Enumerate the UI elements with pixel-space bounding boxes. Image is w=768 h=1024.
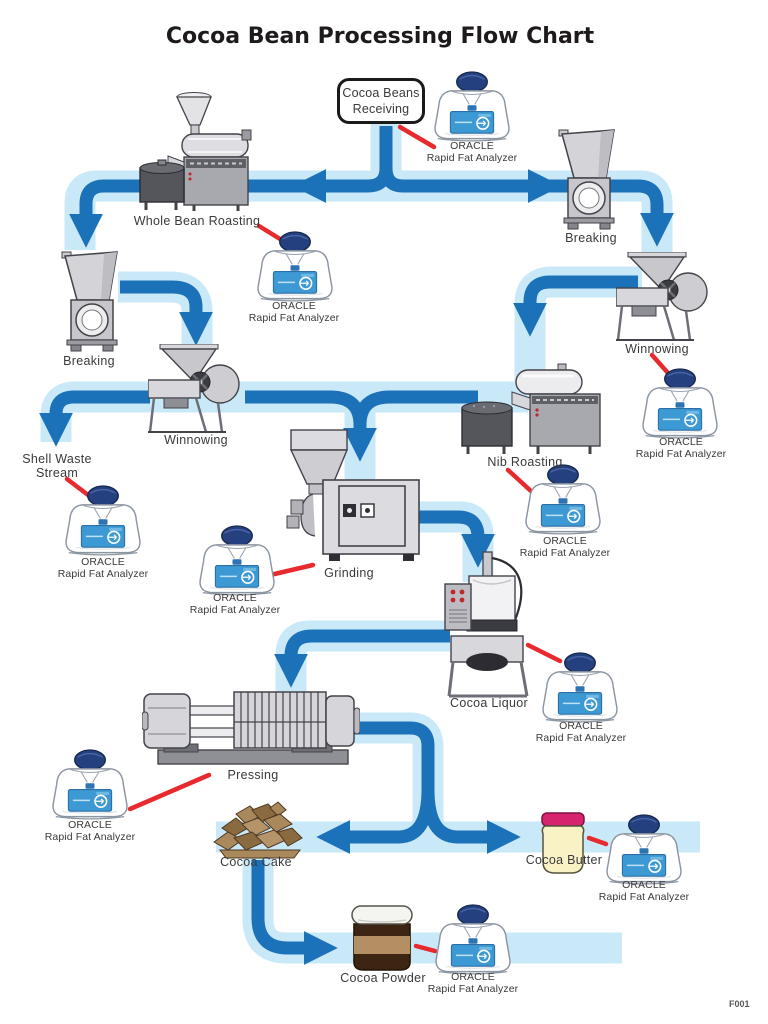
analyzer-product: Rapid Fat Analyzer [248, 311, 340, 324]
analyzer-label-shell-waste: ORACLE Rapid Fat Analyzer [57, 556, 149, 581]
cocoa-cake-pile [213, 801, 303, 859]
label-cocoa-butter: Cocoa Butter [525, 853, 603, 867]
label-cocoa-liquor: Cocoa Liquor [450, 696, 528, 710]
analyzer-label-cocoa-butter: ORACLE Rapid Fat Analyzer [598, 879, 690, 904]
oracle-analyzer-nib-roasting [525, 464, 601, 535]
analyzer-label-winnowing-right: ORACLE Rapid Fat Analyzer [635, 436, 727, 461]
analyzer-product: Rapid Fat Analyzer [57, 567, 149, 580]
node-cocoa-beans-receiving: Cocoa Beans Receiving [337, 78, 425, 124]
cocoa-butter-jar [541, 812, 585, 874]
analyzer-product: Rapid Fat Analyzer [598, 890, 690, 903]
analyzer-brand: ORACLE [622, 879, 666, 891]
label-breaking-right: Breaking [565, 231, 617, 245]
label-cocoa-powder: Cocoa Powder [340, 971, 426, 985]
analyzer-label-receiving: ORACLE Rapid Fat Analyzer [426, 140, 518, 165]
machine-winnowing-right [616, 252, 708, 342]
oracle-analyzer-shell-waste [65, 485, 141, 556]
analyzer-product: Rapid Fat Analyzer [519, 546, 611, 559]
flow-arrows [39, 126, 674, 965]
label-pressing: Pressing [227, 768, 279, 782]
label-shell-waste-stream: Shell Waste Stream [22, 452, 92, 481]
machine-press [142, 691, 360, 765]
oracle-analyzer-grinding [199, 525, 275, 596]
analyzer-label-pressing: ORACLE Rapid Fat Analyzer [44, 819, 136, 844]
analyzer-product: Rapid Fat Analyzer [44, 830, 136, 843]
oracle-analyzer-receiving [434, 71, 510, 142]
analyzer-label-cocoa-powder: ORACLE Rapid Fat Analyzer [427, 971, 519, 996]
analyzer-brand: ORACLE [213, 592, 257, 604]
analyzer-brand: ORACLE [450, 140, 494, 152]
oracle-analyzer-winnowing-right [642, 368, 718, 439]
document-number: F001 [729, 999, 750, 1009]
label-winnowing-left: Winnowing [164, 433, 228, 447]
machine-winnowing-left [148, 344, 240, 434]
machine-breaking-right [558, 129, 615, 230]
label-nib-roasting: Nib Roasting [487, 455, 563, 469]
analyzer-brand: ORACLE [81, 556, 125, 568]
analyzer-brand: ORACLE [543, 535, 587, 547]
analyzer-brand: ORACLE [559, 720, 603, 732]
analyzer-brand: ORACLE [451, 971, 495, 983]
label-whole-bean-roasting: Whole Bean Roasting [133, 214, 261, 228]
analyzer-label-grinding: ORACLE Rapid Fat Analyzer [189, 592, 281, 617]
start-node-line1: Cocoa Beans [342, 85, 420, 100]
page-title: Cocoa Bean Processing Flow Chart [165, 24, 595, 49]
analyzer-brand: ORACLE [272, 300, 316, 312]
label-cocoa-cake: Cocoa Cake [220, 855, 292, 869]
oracle-analyzer-pressing [52, 749, 128, 820]
analyzer-product: Rapid Fat Analyzer [535, 731, 627, 744]
analyzer-label-cocoa-liquor: ORACLE Rapid Fat Analyzer [535, 720, 627, 745]
label-grinding: Grinding [324, 566, 374, 580]
analyzer-product: Rapid Fat Analyzer [189, 603, 281, 616]
label-winnowing-right: Winnowing [625, 342, 689, 356]
oracle-analyzer-whole-bean-roasting [257, 231, 333, 302]
machine-whole-bean-roaster [138, 92, 253, 213]
analyzer-product: Rapid Fat Analyzer [426, 151, 518, 164]
cocoa-powder-container [351, 905, 413, 971]
oracle-analyzer-cocoa-powder [435, 904, 511, 975]
oracle-analyzer-cocoa-liquor [542, 652, 618, 723]
callout-lines [64, 124, 671, 954]
analyzer-label-whole-bean-roasting: ORACLE Rapid Fat Analyzer [248, 300, 340, 325]
machine-breaking-left [61, 251, 118, 352]
machine-nib-roaster [460, 362, 602, 456]
analyzer-label-nib-roasting: ORACLE Rapid Fat Analyzer [519, 535, 611, 560]
label-breaking-left: Breaking [63, 354, 115, 368]
analyzer-brand: ORACLE [659, 436, 703, 448]
analyzer-product: Rapid Fat Analyzer [427, 982, 519, 995]
start-node-line2: Receiving [352, 102, 410, 116]
analyzer-product: Rapid Fat Analyzer [635, 447, 727, 460]
machine-cocoa-liquor-mill [443, 550, 529, 698]
analyzer-brand: ORACLE [68, 819, 112, 831]
